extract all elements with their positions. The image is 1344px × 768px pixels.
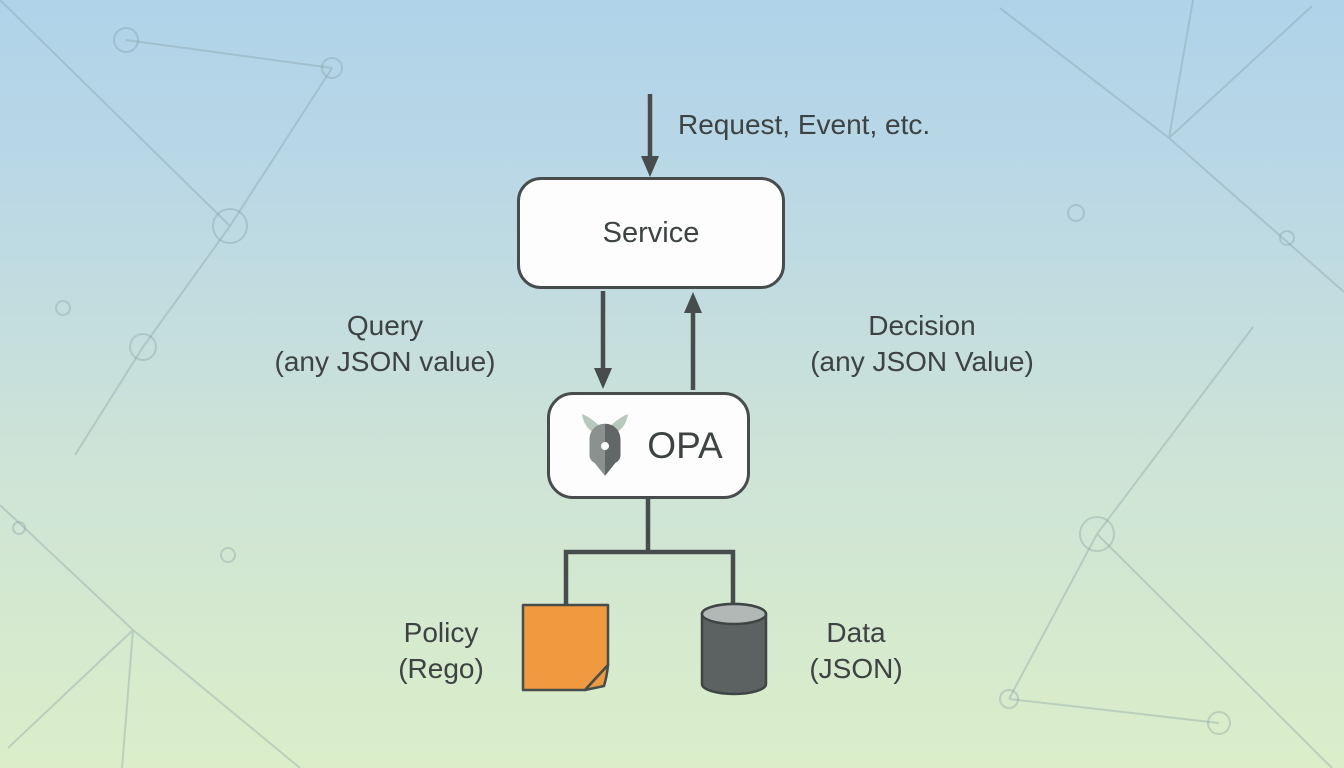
service-label: Service (602, 216, 700, 249)
opa-helmet-icon (582, 413, 629, 476)
query-label-line2: (any JSON value) (274, 346, 496, 377)
decision-label-line2: (any JSON Value) (810, 346, 1034, 377)
policy-document-icon (521, 603, 610, 692)
query-arrow (594, 291, 612, 389)
constellation-lines-top-left (0, 0, 333, 456)
decision-label: Decision (any JSON Value) (810, 308, 1034, 380)
service-box: Service (517, 177, 785, 289)
constellation-lines-bottom-left (0, 504, 301, 768)
opa-label: OPA (647, 424, 723, 466)
data-label: Data (JSON) (809, 615, 902, 687)
constellation-lines-bottom-right (1008, 326, 1333, 768)
query-label-line1: Query (346, 310, 424, 341)
constellation-lines-top-right (999, 0, 1344, 293)
policy-label-line2: (Rego) (398, 653, 484, 684)
decision-label-line1: Decision (868, 310, 976, 341)
request-label: Request, Event, etc. (678, 109, 931, 140)
data-cylinder-icon (700, 602, 768, 696)
data-label-line1: Data (826, 617, 886, 648)
tree-connector (563, 498, 736, 608)
policy-label: Policy (Rego) (398, 615, 484, 687)
request-arrow (641, 94, 659, 177)
opa-box: OPA (547, 392, 750, 499)
data-label-line2: (JSON) (809, 653, 903, 684)
policy-label-line1: Policy (403, 617, 479, 648)
decision-arrow (684, 292, 702, 390)
query-label: Query (any JSON value) (275, 308, 496, 380)
